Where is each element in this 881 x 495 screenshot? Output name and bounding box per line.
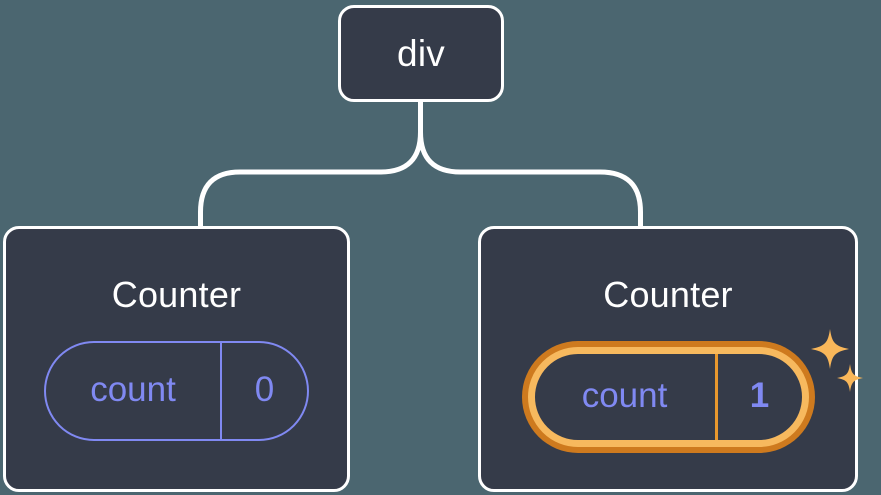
state-pill-wrapper: count 1 [521, 329, 863, 453]
component-title: Counter [111, 274, 242, 315]
state-value: 1 [714, 354, 802, 440]
tree-node-root[interactable]: div [338, 5, 504, 102]
state-pill-highlighted[interactable]: count 1 [521, 341, 815, 453]
root-node-label: div [397, 33, 445, 74]
state-pill-inner-ring: count 1 [527, 347, 809, 447]
tree-node-counter-0[interactable]: Counter count 0 [3, 226, 350, 492]
tree-node-counter-1[interactable]: Counter count 1 [478, 226, 863, 492]
state-pill-wrapper: count 0 [44, 341, 309, 441]
connector-to-child-0 [198, 99, 423, 231]
component-title: Counter [603, 274, 733, 315]
state-pill[interactable]: count 0 [44, 341, 309, 441]
state-key: count [581, 376, 668, 415]
connector-to-child-1 [418, 99, 643, 231]
state-value: 0 [220, 343, 307, 439]
sparkle-large-icon [810, 329, 849, 369]
state-key: count [90, 370, 176, 409]
